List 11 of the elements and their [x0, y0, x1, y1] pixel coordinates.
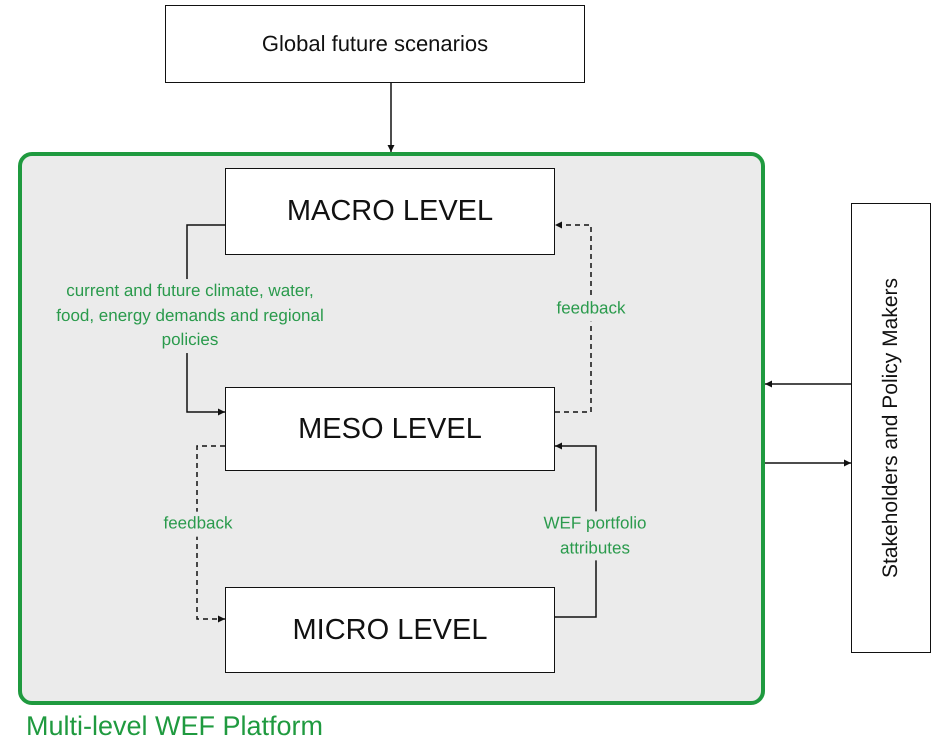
dashed-arrow: [555, 222, 592, 413]
level-box: MICRO LEVEL: [225, 587, 555, 673]
platform-title: Multi-level WEF Platform: [26, 711, 324, 742]
level-box: MESO LEVEL: [225, 387, 555, 471]
arrow: [765, 460, 851, 466]
arrow: [388, 83, 394, 152]
level-box: Global future scenarios: [165, 5, 585, 83]
dashed-arrow: [196, 445, 225, 622]
arrow: [765, 380, 851, 388]
level-box: Stakeholders and Policy Makers: [851, 203, 931, 653]
level-box: MACRO LEVEL: [225, 168, 555, 255]
